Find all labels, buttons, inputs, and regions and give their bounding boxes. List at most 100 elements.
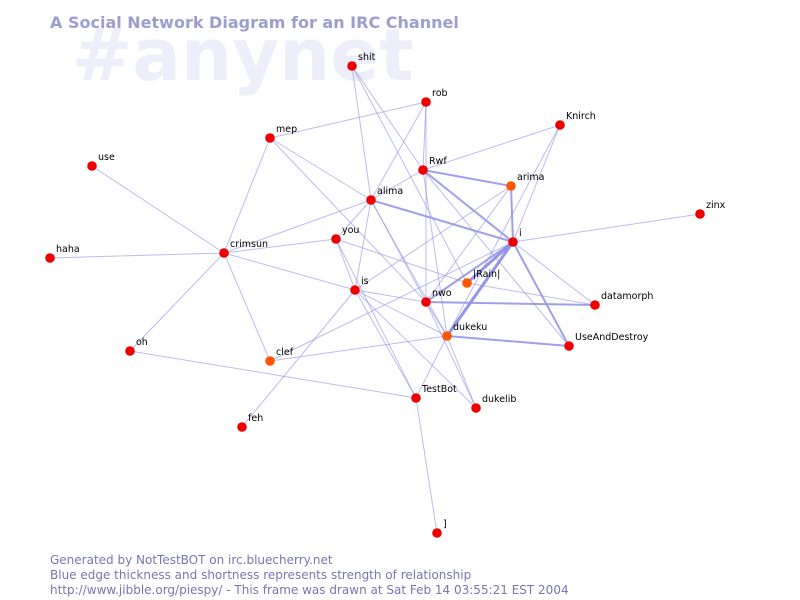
node-shit[interactable]: shit: [347, 52, 376, 71]
edge-Rain-datamorph: [466, 282, 596, 306]
edge-i-datamorph: [512, 241, 596, 306]
node-zinx[interactable]: zinx: [695, 200, 726, 219]
edge-Rwf-dukeku: [422, 169, 448, 337]
node-dot[interactable]: [506, 181, 516, 191]
edge-Knirch-dukeku: [446, 124, 561, 337]
node-dot[interactable]: [432, 528, 442, 538]
node-dot[interactable]: [421, 97, 431, 107]
node-dot[interactable]: [350, 285, 360, 295]
node-nwo[interactable]: nwo: [421, 288, 452, 307]
node-dot[interactable]: [471, 403, 481, 413]
node-label: dukeku: [453, 322, 487, 333]
node-label: feh: [248, 413, 263, 424]
node-dot[interactable]: [219, 248, 229, 258]
edge-mep-nwo: [269, 137, 427, 303]
node-dot[interactable]: [590, 300, 600, 310]
node-dot[interactable]: [421, 297, 431, 307]
edge-crimsun-alima: [223, 199, 372, 254]
node-feh[interactable]: feh: [237, 413, 263, 432]
edge-alima-dukeku: [370, 199, 448, 337]
node-dot[interactable]: [237, 422, 247, 432]
node-label: nwo: [432, 288, 452, 299]
edge-rob-mep: [269, 101, 427, 139]
node-UseAndDestroy[interactable]: UseAndDestroy: [564, 332, 649, 351]
node-label: ]: [443, 519, 447, 530]
node-clef[interactable]: clef: [265, 347, 294, 366]
node-dot[interactable]: [462, 278, 472, 288]
node-label: zinx: [706, 200, 726, 211]
node-Knirch[interactable]: Knirch: [555, 111, 596, 130]
edge-you-Rain: [335, 238, 468, 284]
edges-layer: [49, 65, 701, 534]
edge-arima-is: [354, 185, 512, 291]
node-datamorph[interactable]: datamorph: [590, 291, 653, 310]
node-use[interactable]: use: [87, 152, 115, 171]
node-dot[interactable]: [265, 133, 275, 143]
edge-crimsun-oh: [129, 252, 225, 352]
edge-nwo-dukeku: [425, 301, 448, 337]
node-dot[interactable]: [331, 234, 341, 244]
node-i[interactable]: i: [508, 228, 522, 247]
edge-Rwf-arima: [422, 169, 512, 187]
edge-Rwf-Knirch: [422, 124, 561, 171]
node-dot[interactable]: [45, 253, 55, 263]
edge-Rwf-UseAndDestroy: [422, 169, 570, 347]
node-Rwf[interactable]: Rwf: [418, 156, 447, 175]
node-is[interactable]: is: [350, 276, 369, 295]
node-label: UseAndDestroy: [575, 332, 649, 343]
node-j[interactable]: ]: [432, 519, 447, 538]
node-dot[interactable]: [508, 237, 518, 247]
footer-url-timestamp: http://www.jibble.org/piespy/ - This fra…: [50, 583, 569, 597]
node-dot[interactable]: [418, 165, 428, 175]
edge-use-crimsun: [91, 165, 225, 254]
edge-mep-alima: [269, 137, 372, 201]
edge-mep-crimsun: [223, 137, 271, 254]
node-dot[interactable]: [695, 209, 705, 219]
node-label: |Rain|: [473, 269, 500, 280]
node-dot[interactable]: [87, 161, 97, 171]
footer-generated-by: Generated by NotTestBOT on irc.bluecherr…: [50, 553, 333, 567]
footer-legend-note: Blue edge thickness and shortness repres…: [50, 568, 471, 582]
edge-crimsun-is: [223, 252, 356, 291]
node-crimsun[interactable]: crimsun: [219, 239, 268, 258]
node-label: i: [519, 228, 522, 239]
edge-crimsun-you: [223, 238, 337, 254]
node-alima[interactable]: alima: [366, 186, 403, 205]
edge-is-dukeku: [354, 289, 448, 337]
node-mep[interactable]: mep: [265, 124, 297, 143]
node-dot[interactable]: [555, 120, 565, 130]
edge-is-feh: [241, 289, 356, 428]
node-label: you: [342, 225, 359, 236]
node-dot[interactable]: [564, 341, 574, 351]
node-dot[interactable]: [125, 346, 135, 356]
node-haha[interactable]: haha: [45, 244, 80, 263]
edge-shit-alima: [351, 65, 372, 201]
node-you[interactable]: you: [331, 225, 359, 244]
edge-dukeku-UseAndDestroy: [446, 335, 570, 347]
edge-shit-Rain: [351, 65, 468, 284]
edge-nwo-dukelib: [425, 301, 477, 409]
node-label: alima: [377, 186, 403, 197]
node-rob[interactable]: rob: [421, 88, 448, 107]
edge-dukeku-dukelib: [446, 335, 477, 409]
node-TestBot[interactable]: TestBot: [411, 384, 457, 403]
watermark-text: #anynet: [72, 13, 414, 97]
node-dot[interactable]: [411, 393, 421, 403]
node-dukeku[interactable]: dukeku: [442, 322, 487, 341]
node-dot[interactable]: [265, 356, 275, 366]
node-label: mep: [276, 124, 297, 135]
edge-dukeku-TestBot: [415, 335, 448, 399]
node-label: use: [98, 152, 115, 163]
node-dukelib[interactable]: dukelib: [471, 394, 516, 413]
node-label: rob: [432, 88, 448, 99]
edge-i-Rain: [465, 240, 515, 285]
edge-i-alima: [370, 199, 514, 243]
node-dot[interactable]: [442, 331, 452, 341]
node-label: Knirch: [566, 111, 596, 122]
node-dot[interactable]: [366, 195, 376, 205]
node-oh[interactable]: oh: [125, 337, 148, 356]
node-dot[interactable]: [347, 61, 357, 71]
node-Rain[interactable]: |Rain|: [462, 269, 500, 288]
node-arima[interactable]: arima: [506, 172, 544, 191]
